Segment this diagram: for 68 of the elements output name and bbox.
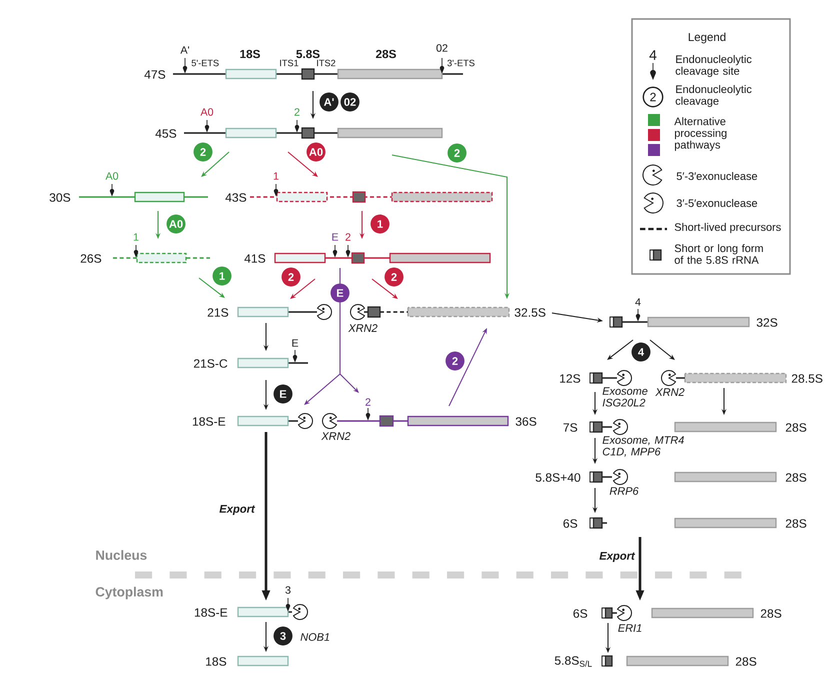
legend-text: Alternative processing pathways: [674, 117, 726, 151]
molecule-label: 7S: [564, 423, 578, 432]
molecule-label: 18S-E: [194, 608, 228, 617]
molecule-label: 26S: [80, 254, 102, 263]
segment-label: 18S: [240, 50, 260, 58]
molecule-label: 21S-C: [194, 359, 228, 368]
molecule-label: 6S: [564, 519, 578, 528]
segment-label: 5.8S: [296, 50, 320, 58]
molecule-label: 30S: [50, 193, 70, 202]
cleavage-site-label: 1: [134, 233, 138, 241]
enzyme-label: NOB1: [300, 633, 330, 641]
legend-text: 5′-3′exonuclease: [676, 172, 758, 180]
molecule-label: 36S: [516, 417, 536, 426]
segment-label: ITS2: [317, 60, 336, 66]
legend-text: 3′-5′exonuclease: [676, 198, 758, 207]
enzyme-label: XRN2: [321, 432, 350, 440]
enzyme-label: XRN2: [655, 388, 684, 396]
molecule-label: 47S: [144, 70, 166, 79]
molecule-label: 28S: [736, 657, 756, 666]
molecule-label: 28S: [786, 519, 806, 528]
legend-text: Endonucleolytic cleavage site: [676, 55, 752, 77]
cleavage-site-label: E: [292, 339, 298, 347]
cleavage-site-label: 2: [366, 398, 370, 406]
edge-label: Export: [598, 550, 636, 564]
molecule-label: 41S: [244, 254, 266, 263]
cleavage-site-label: 02: [436, 44, 448, 52]
enzyme-label: Exosome, MTR4 C1D, MPP6: [602, 436, 684, 457]
cleavage-site-label: E: [332, 233, 338, 241]
enzyme-label: XRN2: [348, 324, 378, 332]
cleavage-site-label: 4: [635, 298, 641, 306]
segment-label: 28S: [376, 50, 396, 58]
molecule-label: 43S: [225, 193, 246, 202]
cleavage-site-label: 3: [285, 586, 290, 594]
molecule-label: 18S: [206, 657, 226, 666]
segment-label: 5'-ETS: [192, 60, 219, 66]
legend-text: Short or long form of the 5.8S rRNA: [674, 244, 763, 264]
molecule-label: 45S: [155, 129, 176, 138]
cleavage-site-label: 2: [294, 108, 300, 116]
molecule-label: 5.8S$_{S/L}$: [554, 656, 592, 667]
molecule-label: 12S: [560, 374, 580, 383]
molecule-label: 32S: [756, 318, 778, 327]
cleavage-site-label: A0: [106, 172, 118, 180]
enzyme-label: ERI1: [618, 624, 642, 632]
region-label: Nucleus: [96, 550, 147, 560]
molecule-label: 5.8S+40: [536, 473, 580, 482]
molecule-label: 28S: [760, 609, 782, 618]
legend-text: Endonucleolytic cleavage: [676, 85, 752, 107]
edge-label: Export: [218, 503, 256, 517]
enzyme-label: Exosome ISG20L2: [602, 387, 648, 406]
molecule-label: 32.5S: [514, 308, 546, 317]
molecule-label: 28S: [786, 473, 806, 482]
circled-number: 2: [642, 86, 664, 108]
region-label: Cytoplasm: [96, 586, 163, 600]
enzyme-label: RRP6: [610, 487, 639, 495]
molecule-label: 18S-E: [192, 417, 226, 426]
legend-text: Short-lived precursors: [674, 222, 781, 234]
cleavage-site-label: 2: [346, 233, 350, 241]
segment-label: 3'-ETS: [447, 60, 474, 66]
segment-label: ITS1: [280, 60, 298, 66]
legend-number: 4: [649, 50, 656, 60]
molecule-label: 28S: [786, 423, 806, 432]
cleavage-site-label: 1: [274, 172, 278, 180]
molecule-label: 28.5S: [792, 374, 822, 383]
cleavage-site-label: A': [180, 46, 190, 54]
cleavage-site-label: A0: [200, 108, 214, 116]
molecule-label: 21S: [208, 308, 228, 317]
legend-title: Legend: [688, 32, 726, 44]
molecule-label: 6S: [574, 609, 588, 618]
